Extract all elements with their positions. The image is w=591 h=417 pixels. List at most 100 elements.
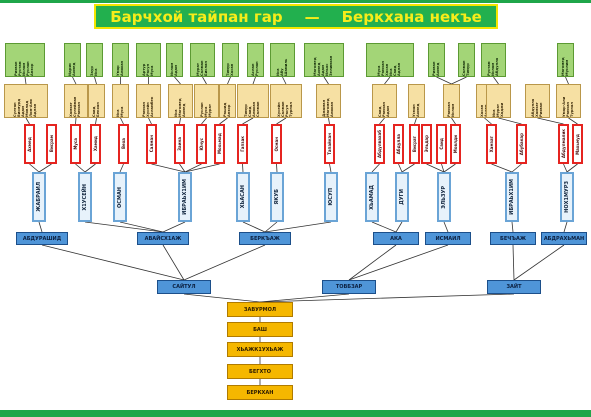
branch-line	[84, 221, 164, 233]
great-grandson-box: ОСМАН	[113, 172, 127, 222]
descendant-name: Абдулла	[395, 133, 401, 155]
branch-line	[219, 117, 228, 125]
great-grandson-name: Х1УСЕЙН	[81, 183, 88, 211]
descendant-box: Веха	[118, 124, 129, 164]
person-name: Адам	[385, 105, 390, 117]
descendant-box: Муса	[70, 124, 81, 164]
person-name: Иса	[93, 68, 98, 76]
branch-line	[401, 163, 415, 173]
person-name: Ахмед	[71, 62, 76, 76]
branch-line	[242, 221, 266, 233]
person-name: Ахмед	[415, 103, 420, 117]
great-grandson-name: ЖАБРАИЛ	[35, 182, 42, 212]
branch-line	[493, 76, 499, 85]
descendant-box: Мохьмад	[214, 124, 225, 164]
great-grandson-box: ЭЛЬЗУР	[437, 172, 451, 222]
person-name: Салман	[256, 101, 261, 117]
person-name: Турпал	[569, 102, 574, 117]
descendant-name: Хамзат	[488, 135, 494, 153]
branch-line	[568, 117, 578, 125]
branch-line	[441, 163, 445, 173]
person-name: Адлан	[33, 103, 38, 117]
great-grandson-box: Х1УСЕЙН	[78, 172, 92, 222]
grandson-box: ИСМАИЛ	[425, 232, 471, 245]
branch-line	[95, 117, 97, 125]
grandson-name: АБДУРАШИД	[22, 235, 62, 242]
branch-line	[183, 244, 266, 281]
person-name: Турпал	[289, 102, 294, 117]
descendant-name: Мовлди	[452, 134, 458, 154]
great-grandson-box: ЮСУП	[324, 172, 338, 222]
branch-line	[426, 163, 445, 173]
branch-line	[242, 163, 244, 173]
descendant-name: Салман	[148, 135, 154, 153]
branch-line	[348, 244, 449, 281]
branch-line	[443, 163, 456, 173]
great-grandson-name: ХЬАСАН	[239, 185, 246, 209]
grandson-name: АБДРАХЬМАН	[543, 235, 585, 242]
great-grandson-box: ИБРАЬХ1ИМ	[505, 172, 519, 222]
great-grandson-box: ЯКУБ	[270, 172, 284, 222]
branch-line	[264, 221, 332, 233]
branch-line	[242, 117, 254, 125]
person-name: Абдулла	[494, 57, 499, 76]
great-grandson-box: ДУГИ	[395, 172, 409, 222]
branch-line	[513, 244, 565, 281]
branch-line	[84, 163, 96, 173]
person-name: Муса	[119, 106, 124, 117]
branch-line	[179, 163, 186, 173]
descendant-box: Висрат	[409, 124, 420, 164]
person-name: Хаджи	[499, 102, 504, 117]
person-name: Хасан	[229, 63, 234, 76]
branch-line	[451, 117, 456, 125]
top-border-bar	[0, 0, 591, 3]
grandson-box: БЕРКЪАЖ	[239, 232, 291, 245]
branch-line	[395, 221, 403, 233]
descendant-box: Абдулвахаб	[374, 124, 385, 164]
descendant-box: Хамид	[90, 124, 101, 164]
great-grandson-name: ХЬАМАД	[368, 184, 375, 210]
great-grandson-name: НОХ1МУРЗ	[563, 181, 570, 213]
branch-line	[537, 117, 564, 125]
person-name: Алихан	[329, 101, 334, 117]
branch-line	[174, 76, 181, 85]
grandson-name: БЕРКЪАЖ	[250, 235, 280, 242]
descendant-box: Махьмуд	[572, 124, 583, 164]
great-grandson-name: ОСМАН	[116, 186, 123, 208]
son-box: САЙТУЛ	[157, 280, 211, 294]
person-name: Муса	[149, 65, 154, 76]
branch-line	[329, 163, 332, 173]
ancestor-name: БАШ	[253, 326, 267, 333]
branch-line	[151, 163, 186, 173]
bottom-border-bar	[0, 410, 591, 417]
person-name: Тимур	[465, 63, 470, 76]
branch-line	[264, 221, 278, 233]
